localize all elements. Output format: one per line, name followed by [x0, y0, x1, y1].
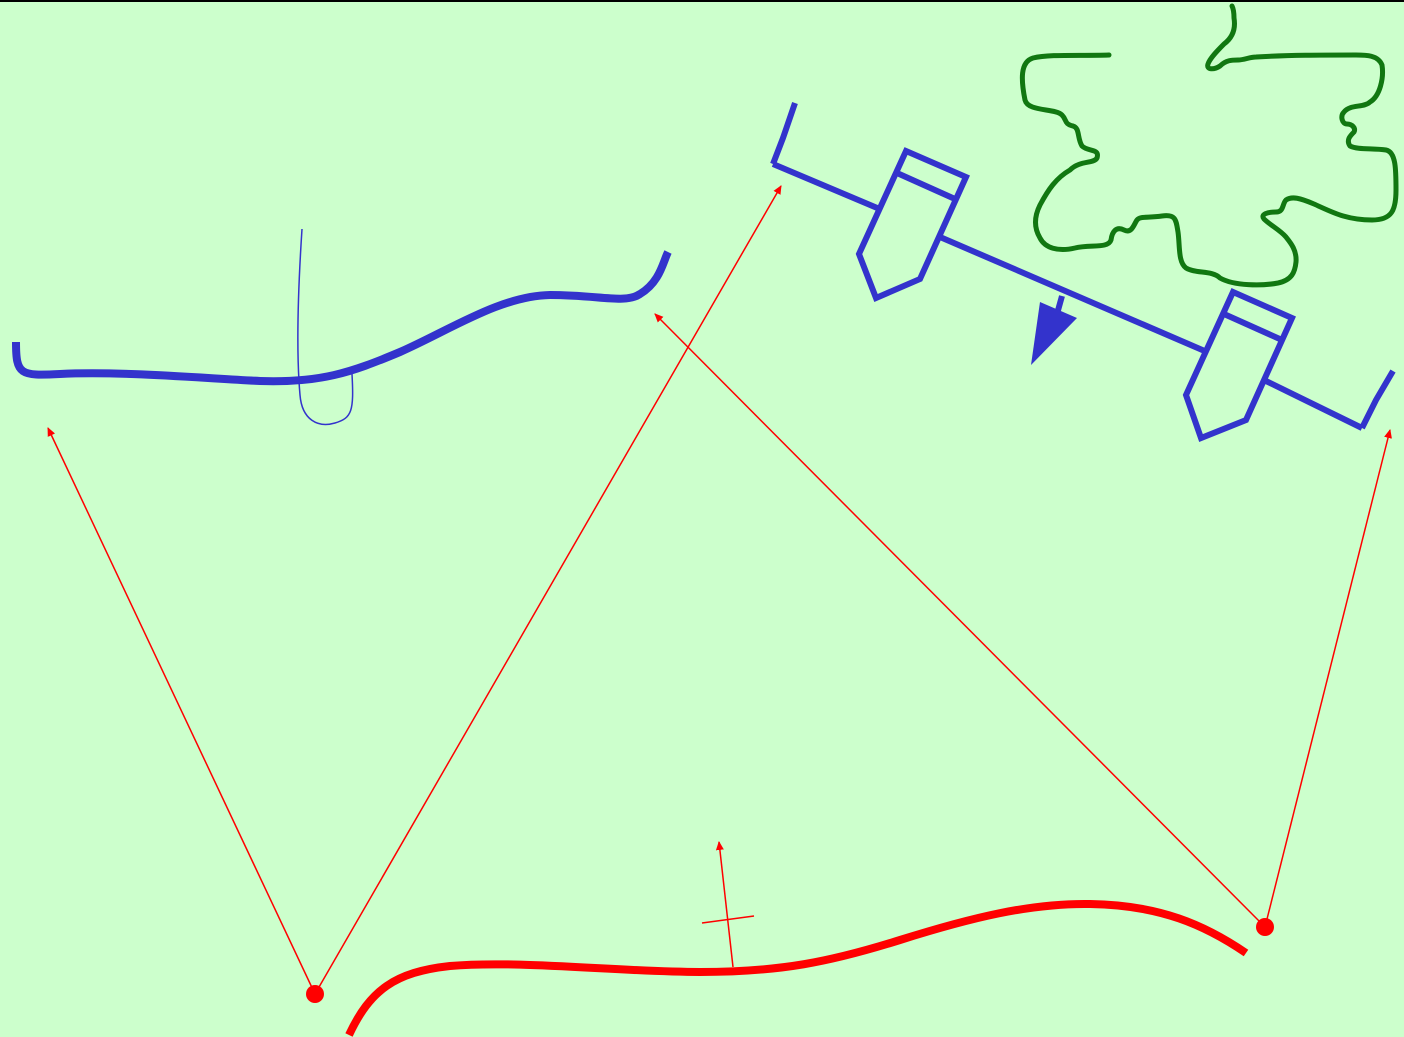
- device-left-pod-band: [895, 170, 957, 202]
- blue-thick-curve: [12, 250, 672, 386]
- device-rod-segment-1: [771, 161, 884, 213]
- green-irregular-shape: [1019, 3, 1399, 288]
- device-left-pod: [855, 147, 970, 302]
- red-normal-tick: [701, 915, 755, 924]
- device-rod-segment-2: [938, 234, 1209, 355]
- device-right-pod-band: [1222, 311, 1284, 343]
- blue-device: [770, 102, 1396, 442]
- red-arrow-right-dot-to-device-end: [1264, 429, 1392, 928]
- red-normal-arrow: [715, 841, 734, 968]
- red-thick-curve: [345, 899, 1249, 1037]
- red-arrow-left-dot-to-device-start: [314, 185, 782, 995]
- device-right-hook: [1359, 369, 1396, 430]
- device-left-hook: [770, 102, 798, 166]
- device-arrow-head: [1031, 302, 1077, 365]
- device-rod-segment-3: [1264, 378, 1364, 431]
- device-right-pod: [1182, 288, 1296, 442]
- blue-thin-hook: [297, 228, 354, 426]
- red-arrow-right-dot-to-blue-curve-end: [654, 313, 1266, 928]
- red-arrow-left-dot-to-blue-curve-start: [47, 427, 316, 995]
